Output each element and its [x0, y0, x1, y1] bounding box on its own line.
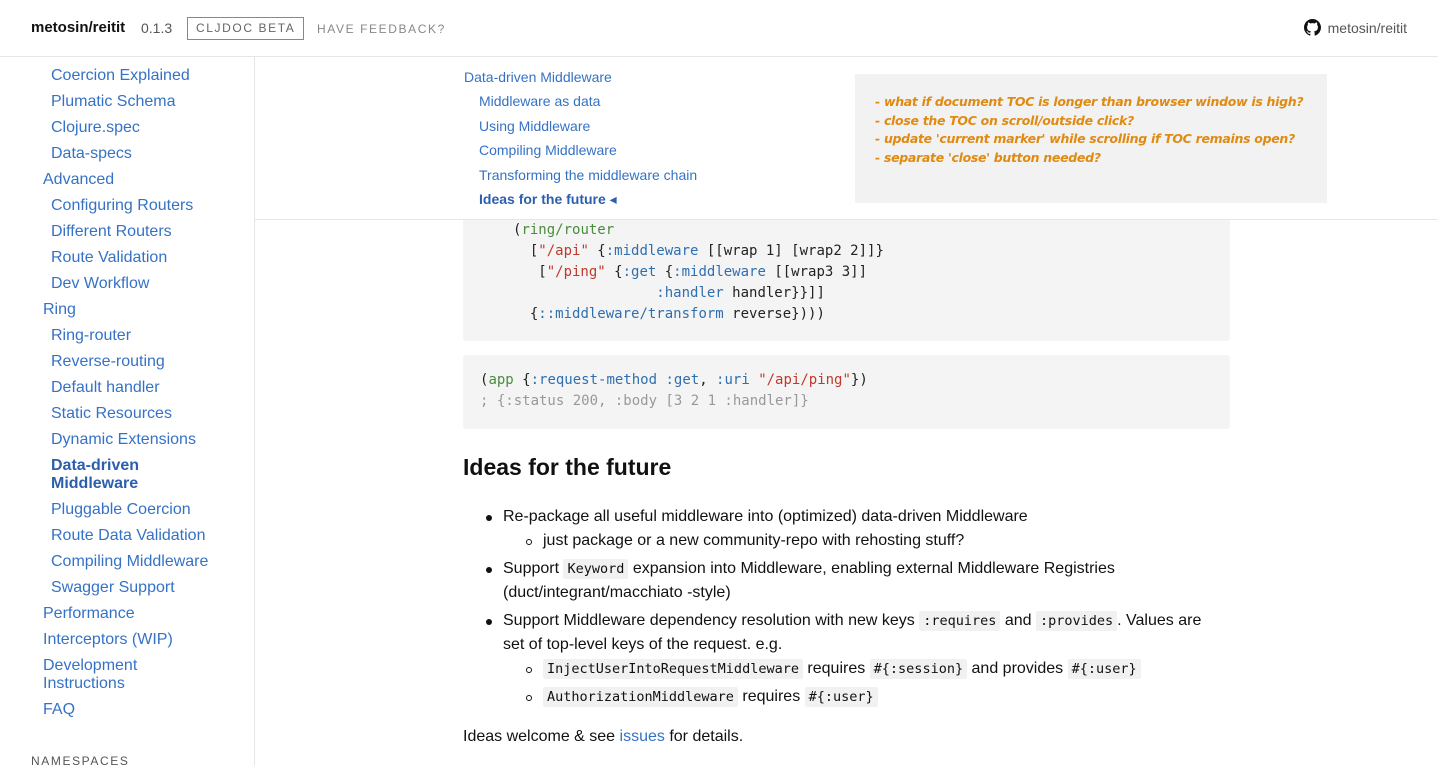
- bullet-dot: [486, 515, 492, 521]
- list-item-continuation: set of top-level keys of the request. e.…: [503, 636, 783, 653]
- bullet-dot: [486, 567, 492, 573]
- sidebar-item-compiling-middleware[interactable]: Compiling Middleware: [51, 553, 209, 570]
- bullet-circle: [526, 695, 532, 701]
- bullet-circle: [526, 667, 532, 673]
- note-line: - update 'current marker' while scrollin…: [875, 131, 1295, 146]
- code-line: (app {:request-method :get, :uri "/api/p…: [480, 372, 868, 388]
- inline-code: #{:user}: [804, 687, 878, 707]
- sidebar-item-reverse-routing[interactable]: Reverse-routing: [51, 353, 165, 370]
- code-line: :handler handler}}]]: [656, 285, 825, 301]
- list-item: Support Middleware dependency resolution…: [503, 611, 1202, 631]
- toc-item-ideas-for-the-future[interactable]: Ideas for the future ◂: [479, 191, 617, 207]
- sidebar-item-performance[interactable]: Performance: [43, 605, 135, 622]
- toc-item-data-driven-middleware[interactable]: Data-driven Middleware: [464, 69, 612, 85]
- toc-item-middleware-as-data[interactable]: Middleware as data: [479, 93, 601, 109]
- sidebar-item-static-resources[interactable]: Static Resources: [51, 405, 172, 422]
- inline-code: #{:session}: [869, 659, 968, 679]
- list-item: InjectUserIntoRequestMiddleware requires…: [543, 657, 1141, 681]
- section-heading-ideas: Ideas for the future: [463, 454, 672, 480]
- code-block-app-call: (app {:request-method :get, :uri "/api/p…: [463, 355, 1230, 429]
- inline-code: InjectUserIntoRequestMiddleware: [543, 659, 803, 679]
- sidebar-item-faq[interactable]: FAQ: [43, 701, 76, 718]
- have-feedback-link[interactable]: HAVE FEEDBACK?: [317, 22, 446, 36]
- sidebar-item-advanced[interactable]: Advanced: [43, 171, 115, 188]
- inline-code: #{:user}: [1067, 659, 1141, 679]
- toc-item-using-middleware[interactable]: Using Middleware: [479, 118, 591, 134]
- sidebar-item-interceptors[interactable]: Interceptors (WIP): [43, 631, 173, 648]
- inline-code: Keyword: [563, 559, 629, 579]
- note-line: - close the TOC on scroll/outside click?: [875, 112, 1134, 128]
- sidebar-item-different-routers[interactable]: Different Routers: [51, 223, 172, 240]
- list-item: just package or a new community-repo wit…: [543, 532, 965, 549]
- github-label: metosin/reitit: [1327, 19, 1407, 36]
- toc-notes-box: - what if document TOC is longer than br…: [855, 74, 1327, 203]
- sidebar-item-dynamic-extensions[interactable]: Dynamic Extensions: [51, 431, 196, 448]
- project-name-link[interactable]: metosin/reitit: [31, 19, 126, 36]
- sidebar-item-default-handler[interactable]: Default handler: [51, 379, 160, 396]
- sidebar-item-development-instructions[interactable]: Development Instructions: [43, 657, 138, 692]
- code-line: ["/api" {:middleware [[wrap 1] [wrap2 2]…: [513, 243, 884, 259]
- code-block-router: (ring/router ["/api" {:middleware [[wrap…: [463, 200, 1230, 341]
- cljdoc-beta-badge[interactable]: CLJDOC BETA: [187, 17, 305, 40]
- github-icon: [1303, 19, 1321, 36]
- sidebar-item-dev-workflow[interactable]: Dev Workflow: [51, 275, 150, 292]
- version-label: 0.1.3: [141, 20, 173, 36]
- sidebar: Coercion Explained Plumatic Schema Cloju…: [0, 57, 255, 766]
- issues-link[interactable]: issues: [619, 728, 665, 745]
- namespaces-heading: NAMESPACES: [31, 754, 130, 766]
- document-toc: Data-driven Middleware Middleware as dat…: [255, 57, 1438, 220]
- sidebar-item-data-specs[interactable]: Data-specs: [51, 145, 132, 162]
- code-line: (ring/router: [513, 222, 615, 238]
- sidebar-item-route-data-validation[interactable]: Route Data Validation: [51, 527, 206, 544]
- sidebar-item-plumatic-schema[interactable]: Plumatic Schema: [51, 93, 176, 110]
- sidebar-item-route-validation[interactable]: Route Validation: [51, 249, 168, 266]
- list-item: AuthorizationMiddleware requires #{:user…: [543, 685, 878, 709]
- sidebar-item-data-driven-middleware[interactable]: Data-driven Middleware: [51, 457, 140, 492]
- list-item: Re-package all useful middleware into (o…: [503, 508, 1028, 525]
- bullet-dot: [486, 619, 492, 625]
- note-line: - what if document TOC is longer than br…: [875, 94, 1304, 109]
- code-line: {::middleware/transform reverse}))): [513, 306, 825, 322]
- top-bar: metosin/reitit 0.1.3 CLJDOC BETA HAVE FE…: [0, 0, 1438, 57]
- code-line: ["/ping" {:get {:middleware [[wrap3 3]]: [513, 264, 868, 280]
- sidebar-item-ring-router[interactable]: Ring-router: [51, 327, 132, 344]
- sidebar-item-clojure-spec[interactable]: Clojure.spec: [51, 119, 140, 136]
- sidebar-item-swagger-support[interactable]: Swagger Support: [51, 579, 175, 596]
- list-item: Support Keyword expansion into Middlewar…: [503, 559, 1115, 579]
- inline-code: :requires: [919, 611, 1001, 631]
- bullet-circle: [526, 539, 532, 545]
- toc-item-transforming-chain[interactable]: Transforming the middleware chain: [479, 167, 698, 183]
- github-link[interactable]: metosin/reitit: [1303, 19, 1407, 36]
- sidebar-item-pluggable-coercion[interactable]: Pluggable Coercion: [51, 501, 191, 518]
- toc-item-compiling-middleware[interactable]: Compiling Middleware: [479, 142, 617, 158]
- list-item-continuation: (duct/integrant/macchiato -style): [503, 584, 731, 601]
- inline-code: :provides: [1035, 611, 1118, 631]
- code-comment: ; {:status 200, :body [3 2 1 :handler]}: [480, 393, 809, 409]
- sidebar-item-configuring-routers[interactable]: Configuring Routers: [51, 197, 194, 214]
- sidebar-item-ring[interactable]: Ring: [43, 301, 76, 318]
- closing-paragraph: Ideas welcome & see issues for details.: [463, 728, 744, 745]
- inline-code: AuthorizationMiddleware: [543, 687, 738, 707]
- sidebar-item-coercion-explained[interactable]: Coercion Explained: [51, 67, 190, 84]
- note-line: - separate 'close' button needed?: [875, 149, 1101, 165]
